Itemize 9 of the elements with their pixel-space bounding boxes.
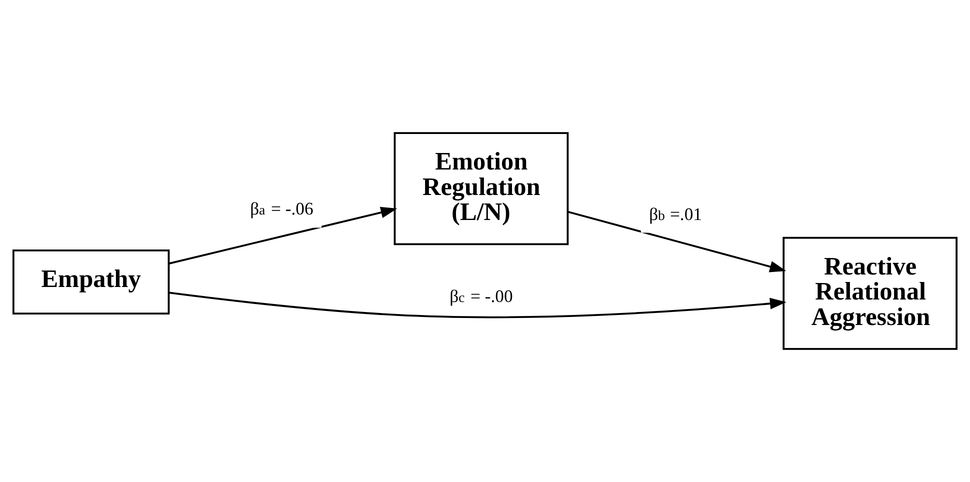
node-box: Empathy (12, 250, 170, 315)
node-box: Reactive Relational Aggression (782, 236, 958, 350)
edge-label: βc = -.00 (450, 286, 513, 306)
node-box: Emotion Regulation (L/N) (394, 132, 569, 246)
arrow (567, 210, 786, 272)
edge-label: βb =.01 (649, 204, 702, 224)
edge-label: βa = -.06 (250, 198, 314, 219)
arrow (168, 206, 398, 264)
arrow (169, 292, 786, 318)
